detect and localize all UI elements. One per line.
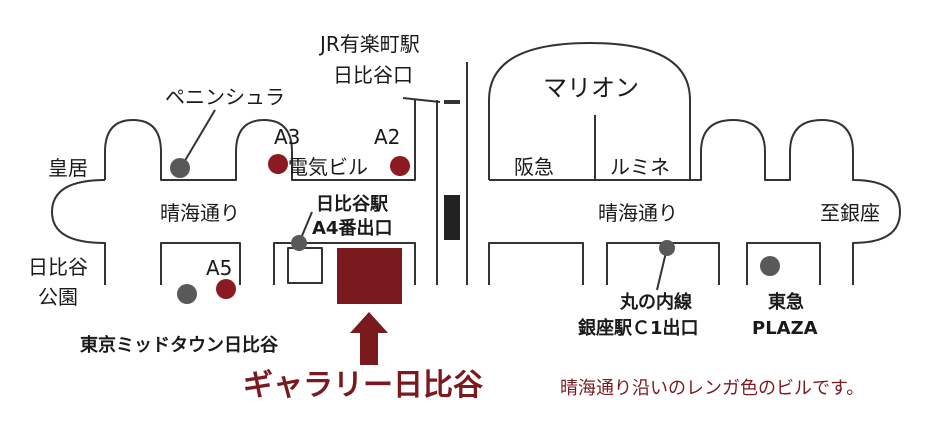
road-boundary-top-left	[104, 100, 416, 181]
label-hibiya-station: 日比谷駅	[316, 194, 388, 215]
gallery-title: ギャラリー日比谷	[243, 368, 483, 403]
location-note: 晴海通り沿いのレンガ色のビルです。	[560, 378, 865, 399]
road-boundary-bottom-right	[488, 242, 584, 285]
road-boundary-bottom-left	[160, 242, 241, 285]
label-kokyo: 皇居	[48, 156, 88, 180]
label-ginza-c1-line: 丸の内線	[620, 292, 692, 313]
marker-a4	[291, 235, 307, 251]
marker-exit-a5	[216, 279, 236, 299]
marker-peninsula	[170, 158, 190, 178]
road-boundary-bottom-mid	[273, 242, 416, 285]
road-boundary-bottom-right-cap	[852, 211, 901, 285]
gallery-building	[337, 248, 402, 304]
marker-tokyo-midtown	[177, 284, 197, 304]
label-exit-a5: A5	[206, 256, 233, 280]
label-ginza-c1-exit: 銀座駅Ｃ1出口	[578, 318, 699, 339]
road-boundary-left-bottom	[51, 211, 106, 285]
marker-tokyu-plaza	[760, 256, 780, 276]
label-exit-a3: A3	[274, 125, 301, 149]
label-harumi-dori-left: 晴海通り	[160, 201, 240, 225]
label-plaza: PLAZA	[752, 318, 818, 339]
road-boundary-left-top	[51, 179, 106, 213]
label-harumi-dori-right: 晴海通り	[598, 201, 678, 225]
label-jr-station: JR有楽町駅	[320, 32, 420, 56]
gallery-arrow	[350, 312, 388, 333]
label-hibiya-a4-exit: A4番出口	[312, 218, 393, 239]
label-denki-bldg: 電気ビル	[288, 155, 368, 179]
small-building-a4	[287, 247, 323, 284]
label-hibiya-koen-2: 公園	[38, 285, 78, 309]
marion-building	[488, 42, 691, 180]
railway-crossing	[444, 195, 460, 240]
label-lumine: ルミネ	[610, 155, 670, 179]
label-exit-a2: A2	[374, 125, 401, 149]
marker-ginza-c1	[659, 240, 675, 256]
road-boundary-top-right	[489, 119, 901, 213]
marker-exit-a3	[268, 154, 288, 174]
label-marion: マリオン	[543, 74, 639, 102]
label-to-ginza: 至銀座	[820, 201, 880, 225]
label-peninsula: ペニンシュラ	[165, 85, 285, 109]
marker-exit-a2	[390, 156, 410, 176]
label-hankyu: 阪急	[514, 155, 554, 179]
label-tokyu: 東急	[768, 292, 804, 313]
label-hibiya-koen-1: 日比谷	[28, 255, 88, 279]
label-jr-station-exit: 日比谷口	[333, 63, 413, 87]
label-tokyo-midtown: 東京ミッドタウン日比谷	[80, 335, 278, 356]
